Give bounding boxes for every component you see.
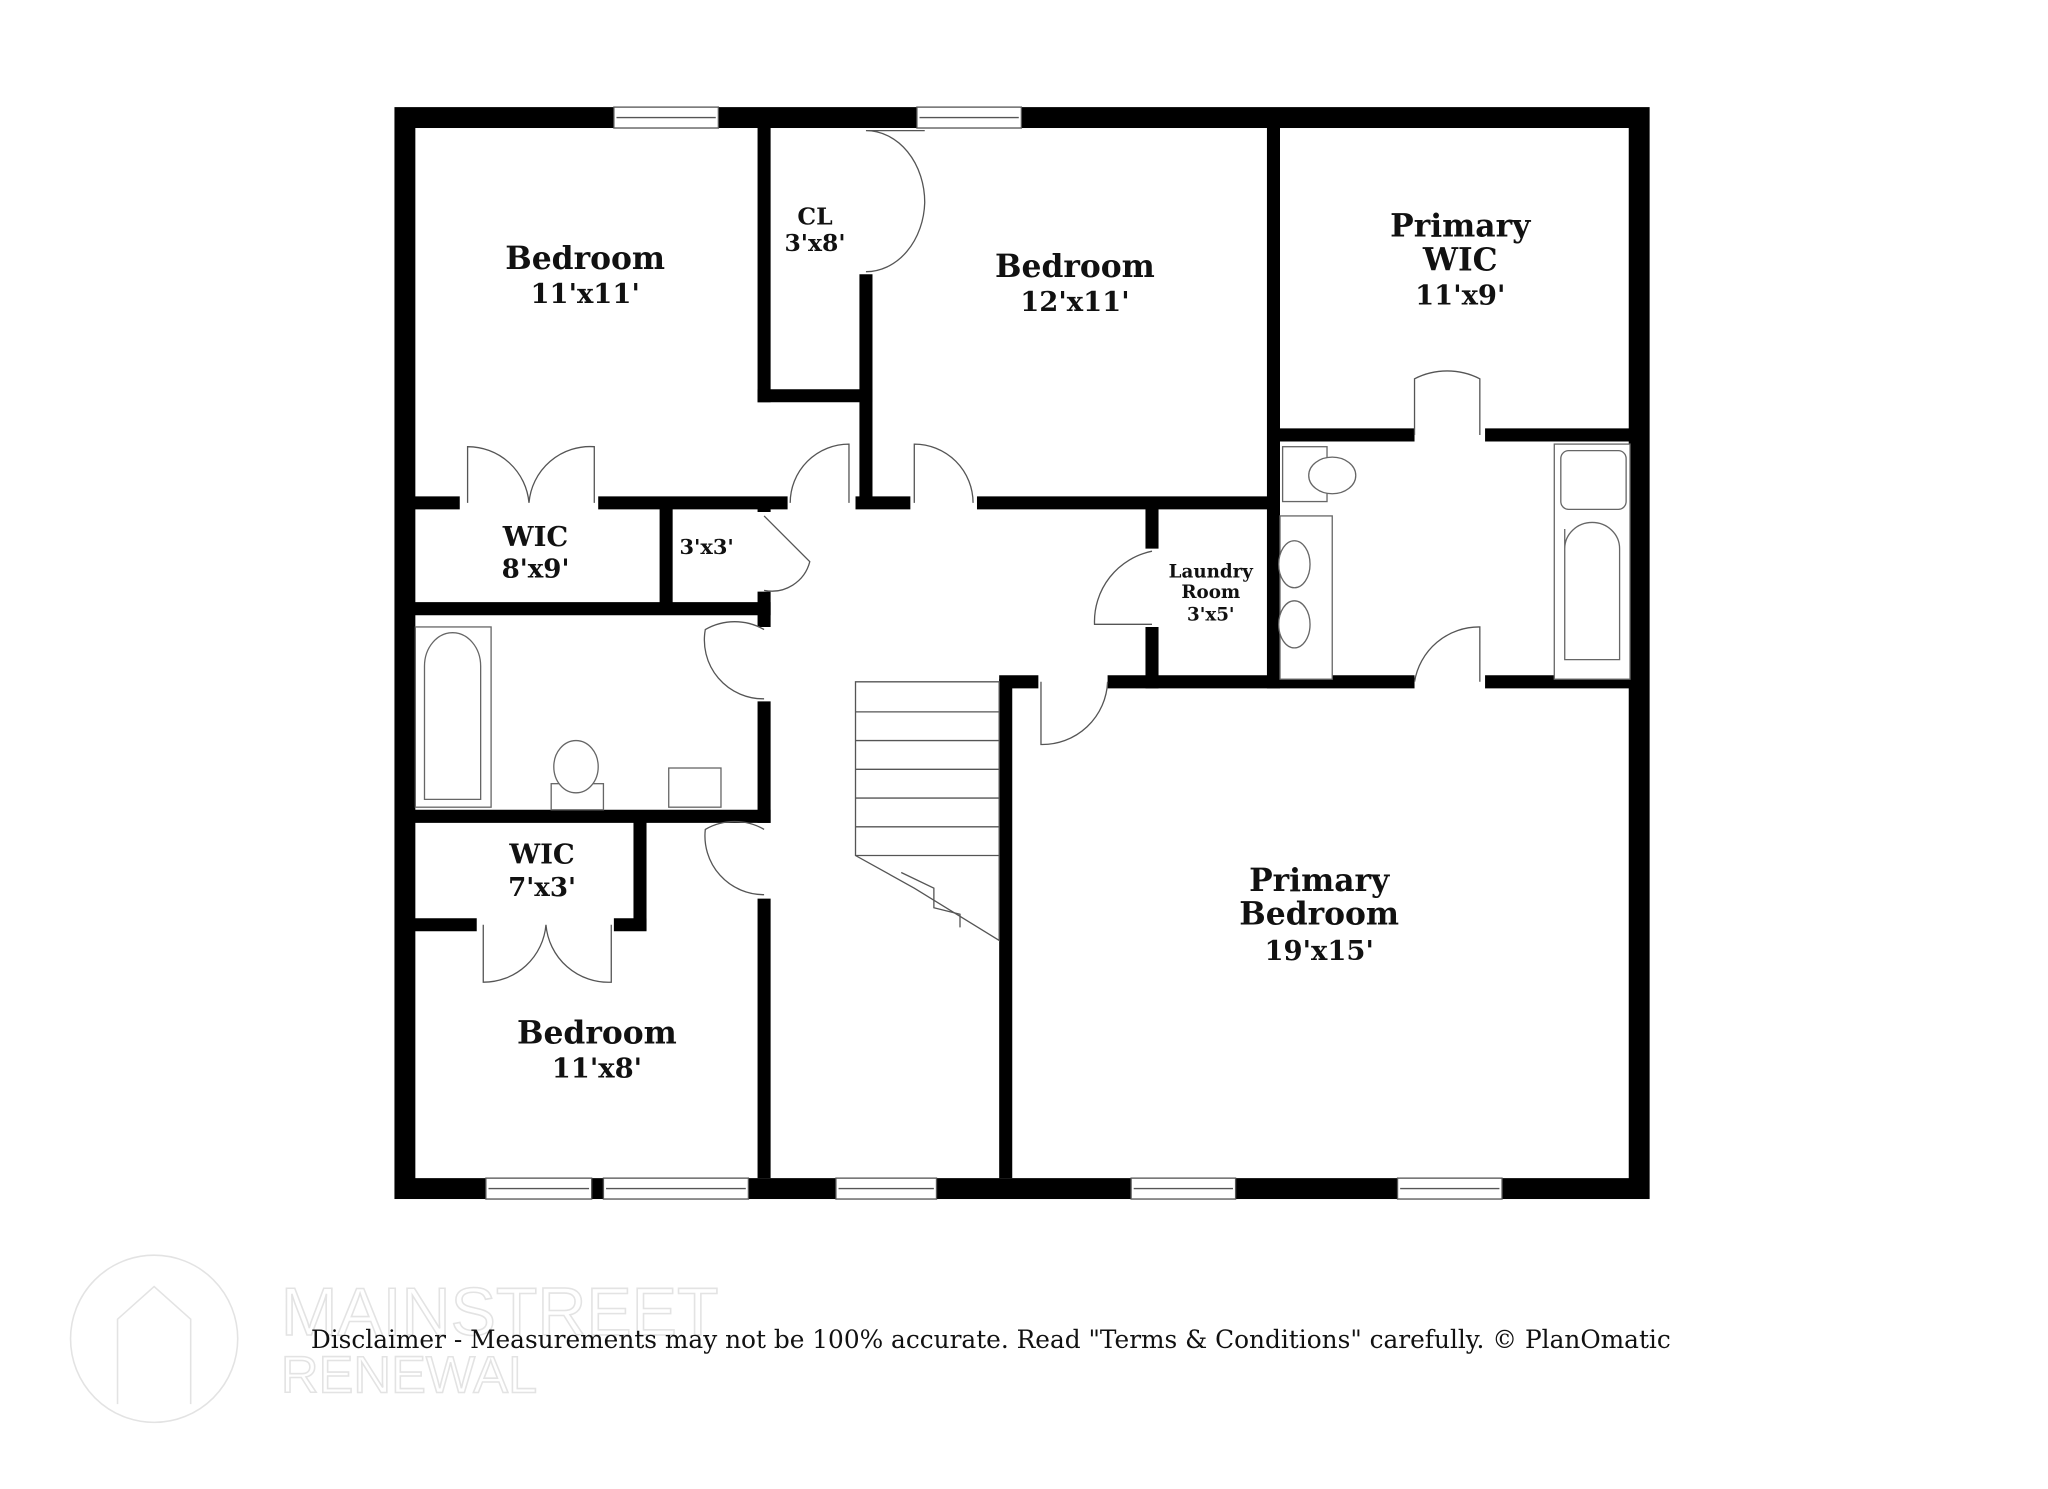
room-size: 12'x11' — [1020, 286, 1129, 318]
room-size: 3'x8' — [784, 229, 845, 257]
room-name: Primary — [1249, 863, 1390, 899]
room-name: CL — [797, 203, 832, 231]
room-size: 11'x11' — [530, 278, 639, 310]
room-size: 11'x9' — [1415, 279, 1505, 311]
room-size: 3'x5' — [1187, 604, 1235, 625]
room-size: 8'x9' — [502, 553, 570, 584]
windows — [485, 106, 1503, 1200]
room-name: Bedroom — [505, 241, 665, 277]
bathroom-fixtures — [414, 443, 1631, 811]
watermark-line2: RENEWAL — [281, 1346, 537, 1404]
room-name: Bedroom — [1239, 897, 1399, 933]
room-name: Room — [1181, 582, 1240, 603]
room-name: WIC — [502, 521, 568, 553]
interior-walls — [404, 128, 1640, 1179]
room-size: 3'x3' — [679, 534, 733, 559]
watermark-line1: MAINSTREET — [281, 1275, 719, 1350]
room-size: 11'x8' — [552, 1053, 642, 1085]
room-name: Bedroom — [995, 249, 1155, 285]
room-size: 7'x3' — [508, 872, 576, 903]
disclaimer-text: Disclaimer - Measurements may not be 100… — [311, 1325, 1671, 1354]
staircase — [854, 681, 1000, 942]
watermark-logo: MAINSTREET RENEWAL — [69, 1254, 719, 1424]
room-name: Laundry — [1169, 561, 1255, 582]
room-size: 19'x15' — [1264, 935, 1373, 967]
room-name: Bedroom — [517, 1016, 677, 1052]
room-name: WIC — [1422, 242, 1498, 278]
doors — [466, 129, 1481, 983]
room-labels: Bedroom 11'x11' CL 3'x8' Bedroom 12'x11'… — [502, 203, 1532, 1085]
room-name: WIC — [508, 838, 574, 870]
room-name: Primary — [1390, 208, 1531, 244]
